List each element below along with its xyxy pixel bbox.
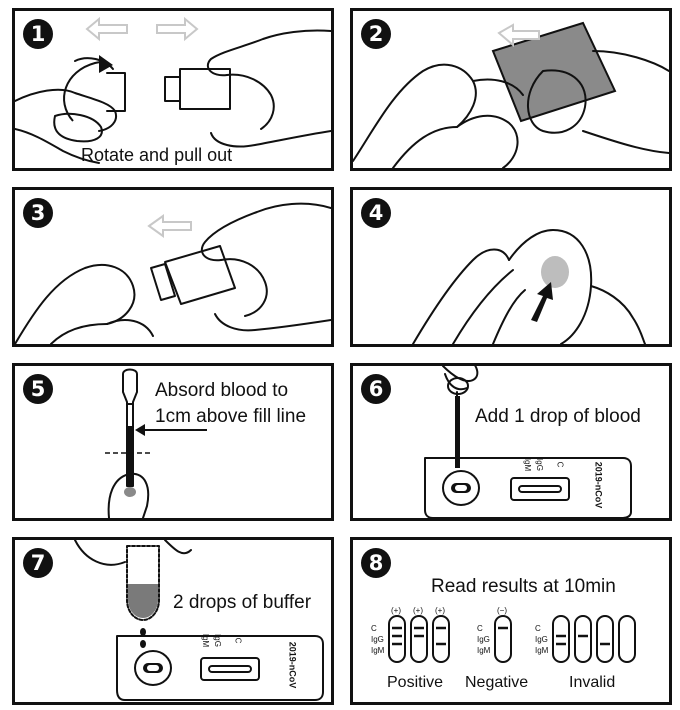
cassette-label-igm: IgM <box>523 457 533 472</box>
label-positive: Positive <box>387 674 444 691</box>
step-number-badge: 1 <box>23 19 53 49</box>
step-2-illustration <box>353 21 669 168</box>
step-5-caption-line-1: Absord blood to <box>155 380 289 401</box>
line-label-igm: IgM <box>477 646 491 655</box>
positive-cassette-2 <box>410 615 428 663</box>
line-label-c: C <box>477 624 483 633</box>
step-8-caption: Read results at 10min <box>431 576 616 597</box>
step-number-badge: 6 <box>361 374 391 404</box>
step-1-caption: Rotate and pull out <box>81 145 233 165</box>
step-4-illustration <box>412 229 646 344</box>
step-6-panel: 6 Add 1 drop of blood C IgG IgM 2019-nCo… <box>350 363 672 521</box>
step-number-badge: 7 <box>23 548 53 578</box>
invalid-cassette-4 <box>618 615 636 663</box>
step-1-panel: 1 Rotate and pull out <box>12 8 334 171</box>
step-4-panel: 4 <box>350 187 672 347</box>
cassette-brand-label: 2019-nCoV <box>593 461 604 509</box>
line-label-igg: IgG <box>371 635 384 644</box>
step-number-badge: 2 <box>361 19 391 49</box>
negative-cassette <box>494 615 512 663</box>
cassette-label-c: C <box>233 637 243 644</box>
positive-cassette-3 <box>432 615 450 663</box>
positive-sign: (+) <box>391 606 401 615</box>
label-negative: Negative <box>465 674 529 691</box>
cassette-label-igg: IgG <box>534 458 544 471</box>
step-number-badge: 3 <box>23 198 53 228</box>
step-5-panel: 5 Absord blood to 1cm above fill line <box>12 363 334 521</box>
step-8-panel: 8 Read results at 10min (+) (+) (+) (−) … <box>350 537 672 705</box>
step-number-badge: 4 <box>361 198 391 228</box>
line-label-igg: IgG <box>535 635 548 644</box>
positive-cassette-1 <box>388 615 406 663</box>
line-label-igm: IgM <box>535 646 549 655</box>
cassette-brand-label: 2019-nCoV <box>287 641 298 689</box>
step-3-panel: 3 <box>12 187 334 347</box>
step-5-illustration <box>105 368 207 518</box>
cassette-label-igm: IgM <box>201 633 211 648</box>
step-7-illustration <box>74 540 324 701</box>
line-label-c: C <box>535 624 541 633</box>
step-7-panel: 7 2 drops of buffer C IgG IgM 2019-nCoV <box>12 537 334 705</box>
negative-sign: (−) <box>497 606 507 615</box>
label-invalid: Invalid <box>569 674 616 691</box>
step-number-badge: 5 <box>23 374 53 404</box>
cassette-label-igg: IgG <box>212 634 222 647</box>
step-5-caption-line-2: 1cm above fill line <box>155 406 307 427</box>
step-3-illustration <box>15 202 331 344</box>
invalid-cassette-2 <box>574 615 592 663</box>
positive-sign: (+) <box>435 606 445 615</box>
step-2-panel: 2 <box>350 8 672 171</box>
step-6-illustration <box>424 366 632 518</box>
line-label-igg: IgG <box>477 635 490 644</box>
invalid-cassette-3 <box>596 615 614 663</box>
step-number-badge: 8 <box>361 548 391 578</box>
step-8-illustration <box>388 615 636 663</box>
line-label-c: C <box>371 624 377 633</box>
step-7-caption: 2 drops of buffer <box>173 592 312 613</box>
step-6-caption: Add 1 drop of blood <box>475 406 641 427</box>
positive-sign: (+) <box>413 606 423 615</box>
cassette-label-c: C <box>555 461 565 468</box>
invalid-cassette-1 <box>552 615 570 663</box>
line-label-igm: IgM <box>371 646 385 655</box>
step-1-illustration <box>15 16 331 164</box>
